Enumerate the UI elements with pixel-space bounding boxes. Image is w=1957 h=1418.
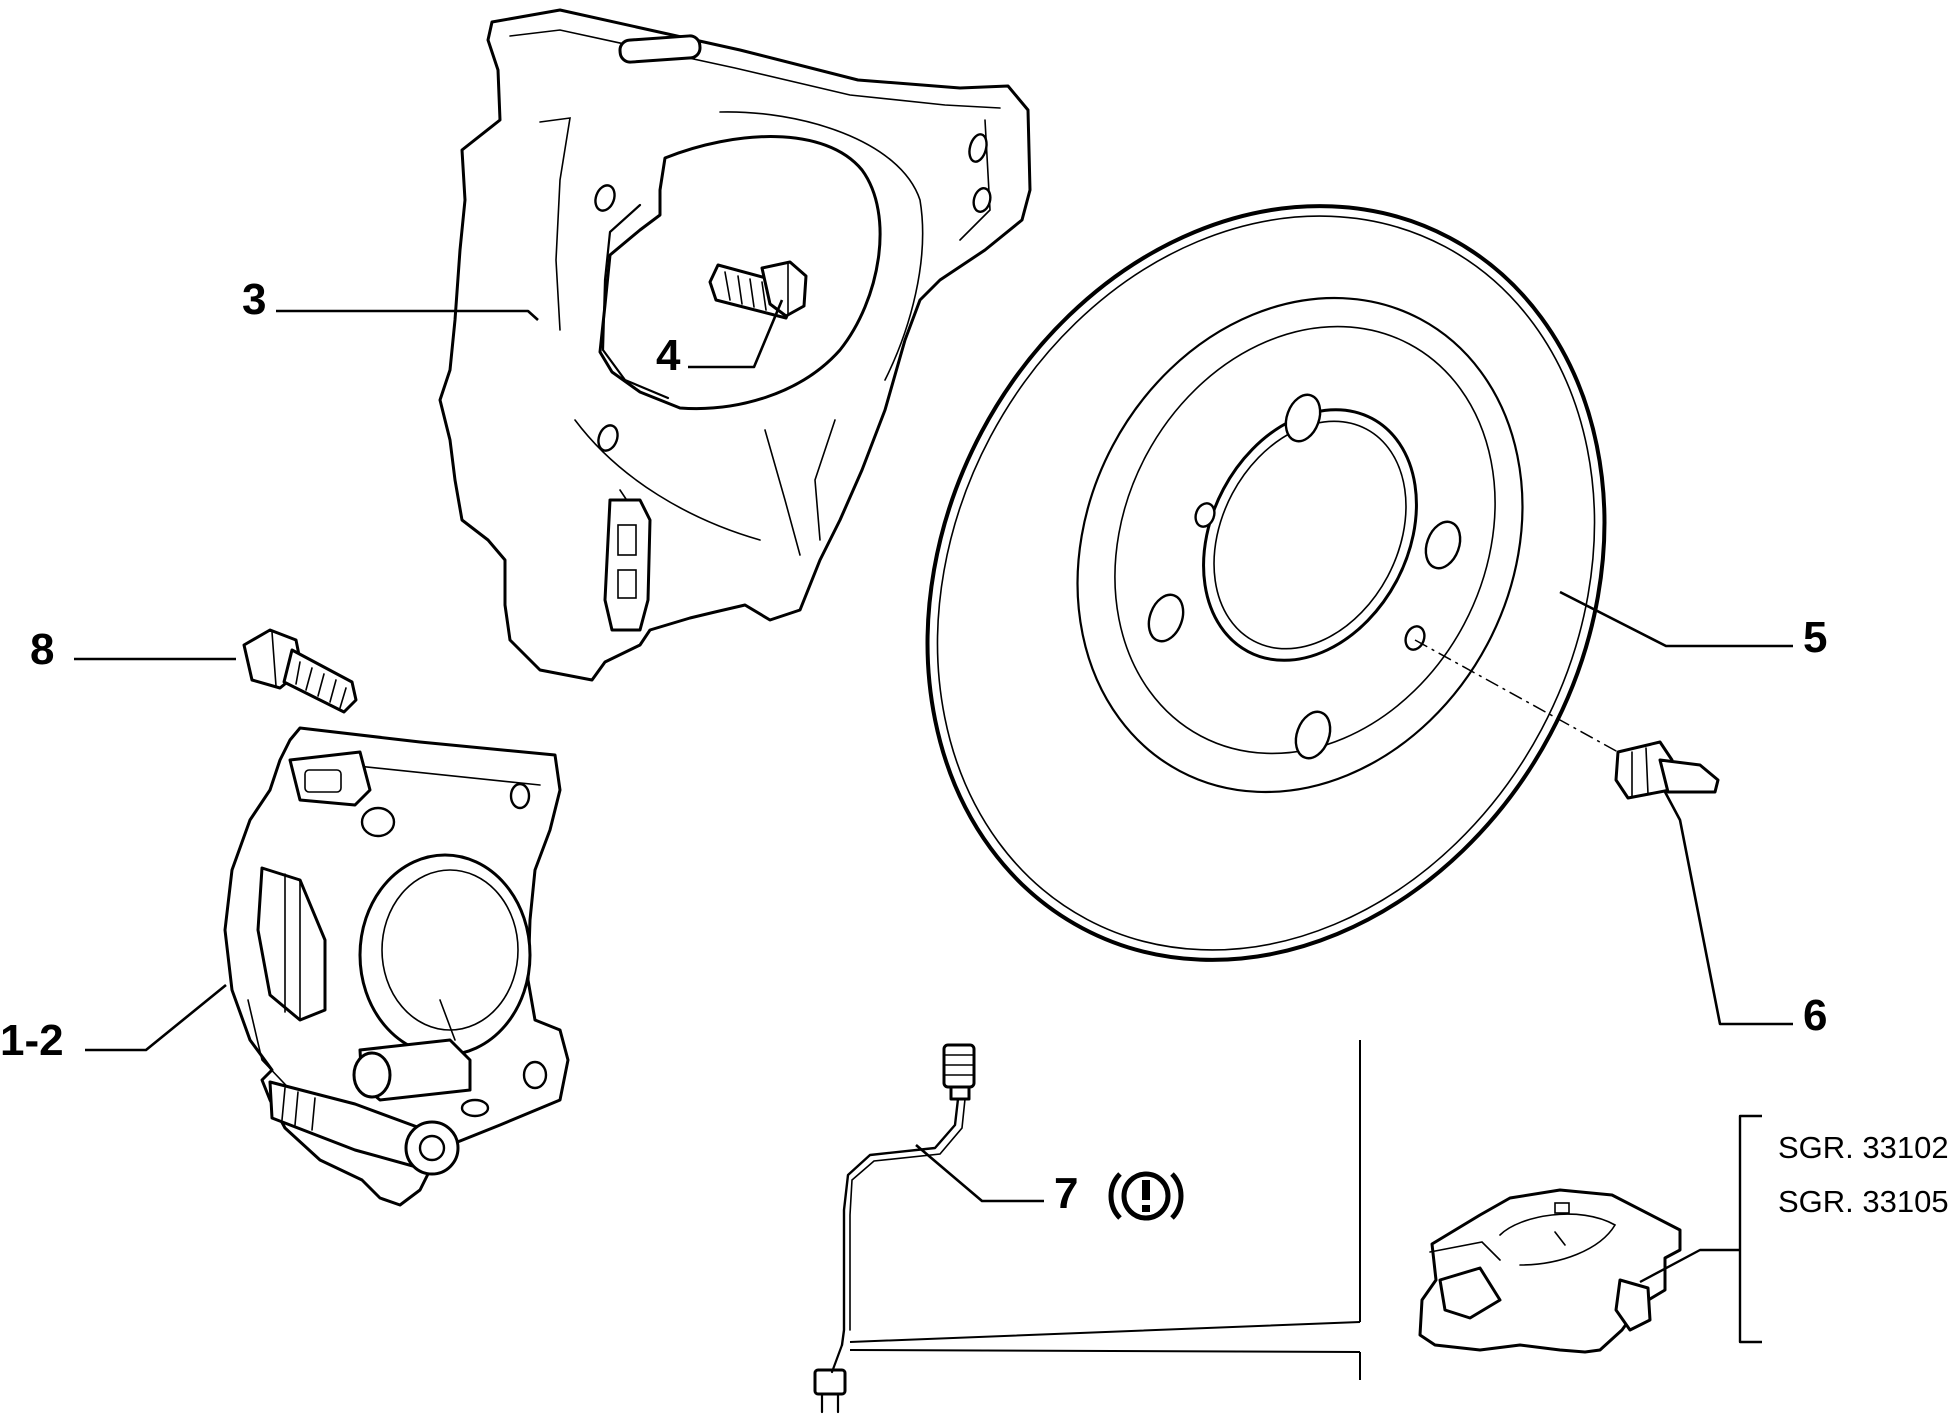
- leader-3: [276, 309, 539, 321]
- leader-1-2: [85, 983, 227, 1052]
- callout-3: 3: [242, 275, 266, 324]
- caliper-bolt: [242, 628, 358, 714]
- leader-7: [915, 1144, 1044, 1203]
- shield-bolt: [708, 260, 808, 320]
- reference-sgr-2: SGR. 33105: [1778, 1184, 1949, 1219]
- callout-8: 8: [30, 625, 54, 674]
- screw-axis-line: [1414, 639, 1619, 753]
- leader-5: [1559, 590, 1793, 648]
- callout-4: 4: [656, 331, 681, 380]
- leader-6: [1662, 789, 1793, 1026]
- brake-disc: [925, 204, 1607, 962]
- reference-sgr-1: SGR. 33102: [1778, 1130, 1949, 1165]
- callout-5: 5: [1803, 613, 1827, 662]
- callout-7: 7: [1054, 1169, 1078, 1218]
- leader-lines: [74, 299, 1793, 1380]
- disc-locating-screw: [1614, 740, 1720, 800]
- circled-exclamation-icon: [1108, 1171, 1184, 1221]
- callout-6: 6: [1803, 991, 1827, 1040]
- sensor-clip: [1418, 1188, 1682, 1354]
- brake-caliper: [223, 726, 570, 1207]
- leader-4: [688, 299, 784, 369]
- pad-wear-sensor: [813, 1043, 976, 1414]
- callout-1-2: 1-2: [0, 1016, 64, 1065]
